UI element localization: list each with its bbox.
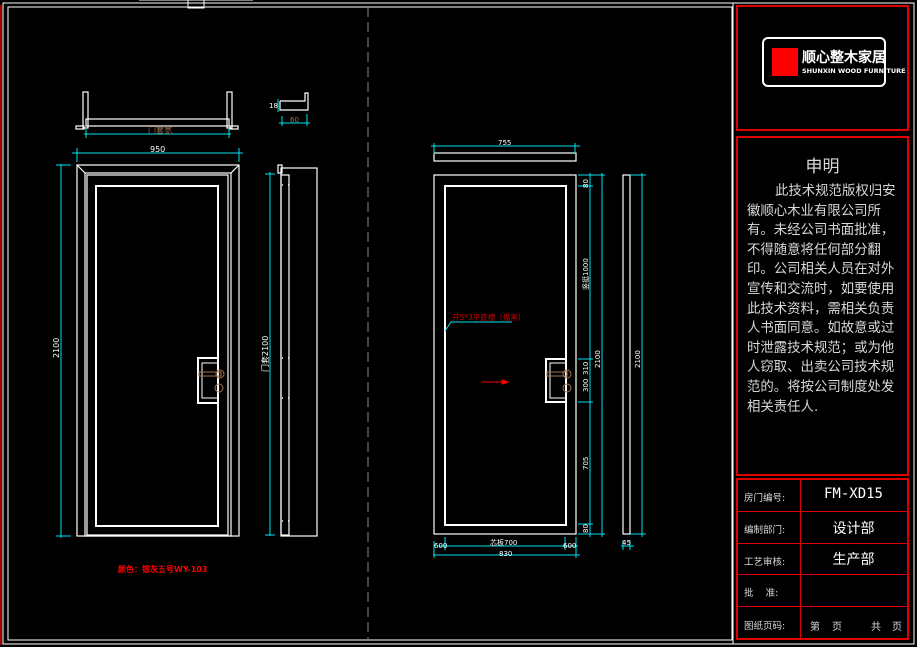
logo-red-square [772,48,798,76]
right-door-elevation [433,174,577,535]
logo-chinese-name: 顺心整木家居 [802,50,886,66]
left-top-section [75,91,239,130]
left-side-hinge-marks [282,184,289,522]
page-prefix: 第 [810,622,820,633]
column-divider [800,575,801,606]
left-door-width-label: 950 [150,145,165,154]
info-label: 图纸页码: [744,621,786,632]
dim-bottom-inner: 芯板700 [490,538,517,547]
info-value-department: 设计部 [832,521,875,537]
left-side-dimension [265,172,275,536]
profile-dimension [277,99,310,126]
dim-bottom-gap: 80 [582,524,590,533]
info-row-department: 编制部门: 设计部 [738,512,907,544]
info-row-review: 工艺审核: 生产部 [738,544,907,575]
logo-english-name: SHUNXIN WOOD FURNITURE [802,67,906,75]
left-door-elevation [76,164,240,537]
info-row-approval: 批 准: [738,575,907,607]
dim-handle: 310 [582,362,590,375]
right-door-dimensions [433,173,605,558]
color-note: 颜色：银灰五号WY-103 [118,564,207,574]
dim-right-b: 2100 [634,350,642,368]
dim-mid: 300 [582,379,590,392]
info-table: 房门编号: FM-XD15 编制部门: 设计部 工艺审核: 生产部 批 准: 图… [736,478,909,640]
info-label: 房门编号: [744,493,786,504]
declaration-block: 申明 此技术规范版权归安徽顺心木业有限公司所有。未经公司书面批准，不得随意将任何… [736,136,909,476]
declaration-title: 申明 [805,157,840,177]
left-top-dimension [84,129,231,138]
profile-detail [279,92,309,111]
dim-side-depth: 45 [622,539,631,547]
dim-upper: 竖挺1000 [581,258,590,290]
dim-top-gap: 80 [582,179,590,188]
dim-right-a: 2100 [594,350,602,368]
left-door-handle [198,369,225,393]
info-label: 批 准: [744,588,779,599]
info-label: 工艺审核: [744,557,786,568]
right-top-dimension [431,143,580,154]
right-door-handle [546,369,572,393]
right-top-width-label: 755 [498,139,511,147]
opening-direction-arrow [482,379,510,385]
groove-leader [444,321,512,332]
dim-left-margin: 600 [434,542,447,550]
groove-note: 开5*3平底槽（描黑） [452,312,525,322]
column-divider [800,480,801,511]
left-door-dimensions [56,148,243,538]
profile-height-label: 18 [269,102,278,110]
profile-width-label: 60 [290,116,299,124]
column-divider [800,607,801,638]
info-value-review: 生产部 [832,552,875,568]
info-row-door-number: 房门编号: FM-XD15 [738,480,907,512]
column-divider [800,512,801,543]
dim-lower: 705 [582,457,590,470]
right-side-dimension [621,173,646,550]
left-side-height-label: 门套2100 [260,336,270,372]
left-side-section [277,164,318,537]
info-value-door-number: FM-XD15 [823,486,883,502]
total-prefix: 共 [871,622,881,633]
right-top-section [433,152,577,162]
info-row-page: 图纸页码: 第 页 共 页 [738,607,907,638]
right-side-section [622,174,631,535]
company-logo: 顺心整木家居 SHUNXIN WOOD FURNITURE [762,37,906,87]
title-block: 顺心整木家居 SHUNXIN WOOD FURNITURE [736,5,909,131]
left-door-height-label: 2100 [52,338,61,358]
dim-right-margin: 600 [563,542,576,550]
left-top-width-label: 门套宽 [148,125,172,135]
column-divider [800,544,801,574]
declaration-body: 此技术规范版权归安徽顺心木业有限公司所有。未经公司书面批准，不得随意将任何部分翻… [747,184,896,415]
page-unit: 页 [832,622,842,633]
info-label: 编制部门: [744,525,786,536]
dim-bottom-total: 830 [499,550,512,558]
total-unit: 页 [892,622,902,633]
